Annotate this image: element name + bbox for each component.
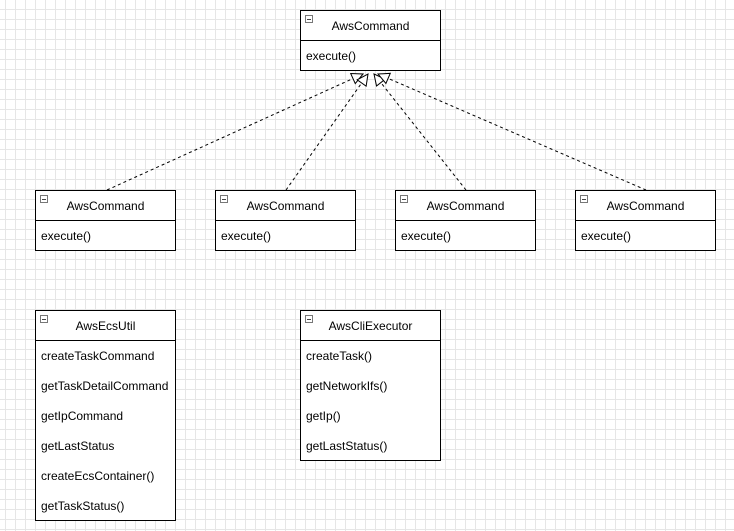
class-method: createTaskCommand <box>41 349 155 363</box>
class-awscommand-impl-4[interactable]: AwsCommand execute() <box>575 190 716 251</box>
class-members: execute() <box>396 221 535 255</box>
class-method: getTaskDetailCommand <box>41 379 169 393</box>
realization-edge-2[interactable] <box>285 82 363 191</box>
collapse-icon[interactable] <box>400 195 408 203</box>
class-name: AwsCommand <box>606 199 685 213</box>
class-method: execute() <box>581 229 632 243</box>
realization-arrowhead-4 <box>376 72 392 85</box>
class-method: getIp() <box>306 409 341 423</box>
collapse-icon[interactable] <box>305 15 313 23</box>
class-method: createTask() <box>306 349 373 363</box>
class-members: createTaskCommand getTaskDetailCommand g… <box>36 341 175 525</box>
class-members: execute() <box>36 221 175 255</box>
class-header: AwsCommand <box>301 11 440 41</box>
realization-edge-4[interactable] <box>387 77 647 191</box>
class-header: AwsCommand <box>396 191 535 221</box>
collapse-icon[interactable] <box>220 195 228 203</box>
class-method: execute() <box>306 49 357 63</box>
class-method: getLastStatus() <box>306 439 388 453</box>
class-header: AwsCommand <box>216 191 355 221</box>
collapse-icon[interactable] <box>305 315 313 323</box>
collapse-icon[interactable] <box>40 195 48 203</box>
class-name: AwsCommand <box>426 199 505 213</box>
class-members: execute() <box>576 221 715 255</box>
class-method: createEcsContainer() <box>41 469 155 483</box>
collapse-icon[interactable] <box>40 315 48 323</box>
class-members: createTask() getNetworkIfs() getIp() get… <box>301 341 440 465</box>
class-name: AwsCliExecutor <box>328 319 413 333</box>
class-awscliexecutor[interactable]: AwsCliExecutor createTask() getNetworkIf… <box>300 310 441 461</box>
class-name: AwsEcsUtil <box>75 319 136 333</box>
class-members: execute() <box>301 41 440 75</box>
realization-edge-1[interactable] <box>106 78 354 191</box>
class-header: AwsCliExecutor <box>301 311 440 341</box>
class-method: getLastStatus <box>41 439 115 453</box>
class-awscommand-impl-1[interactable]: AwsCommand execute() <box>35 190 176 251</box>
class-method: getNetworkIfs() <box>306 379 388 393</box>
realization-arrowhead-2 <box>356 73 369 88</box>
class-awsecsutil[interactable]: AwsEcsUtil createTaskCommand getTaskDeta… <box>35 310 176 521</box>
class-awscommand-impl-2[interactable]: AwsCommand execute() <box>215 190 356 251</box>
class-awscommand-interface[interactable]: AwsCommand execute() <box>300 10 441 71</box>
class-method: getIpCommand <box>41 409 124 423</box>
class-members: execute() <box>216 221 355 255</box>
class-method: getTaskStatus() <box>41 499 125 513</box>
collapse-icon[interactable] <box>580 195 588 203</box>
class-method: execute() <box>401 229 452 243</box>
class-method: execute() <box>221 229 272 243</box>
class-name: AwsCommand <box>66 199 145 213</box>
class-header: AwsEcsUtil <box>36 311 175 341</box>
class-header: AwsCommand <box>36 191 175 221</box>
realization-edge-3[interactable] <box>380 82 467 191</box>
class-name: AwsCommand <box>331 19 410 33</box>
class-method: execute() <box>41 229 92 243</box>
class-header: AwsCommand <box>576 191 715 221</box>
class-name: AwsCommand <box>246 199 325 213</box>
class-awscommand-impl-3[interactable]: AwsCommand execute() <box>395 190 536 251</box>
